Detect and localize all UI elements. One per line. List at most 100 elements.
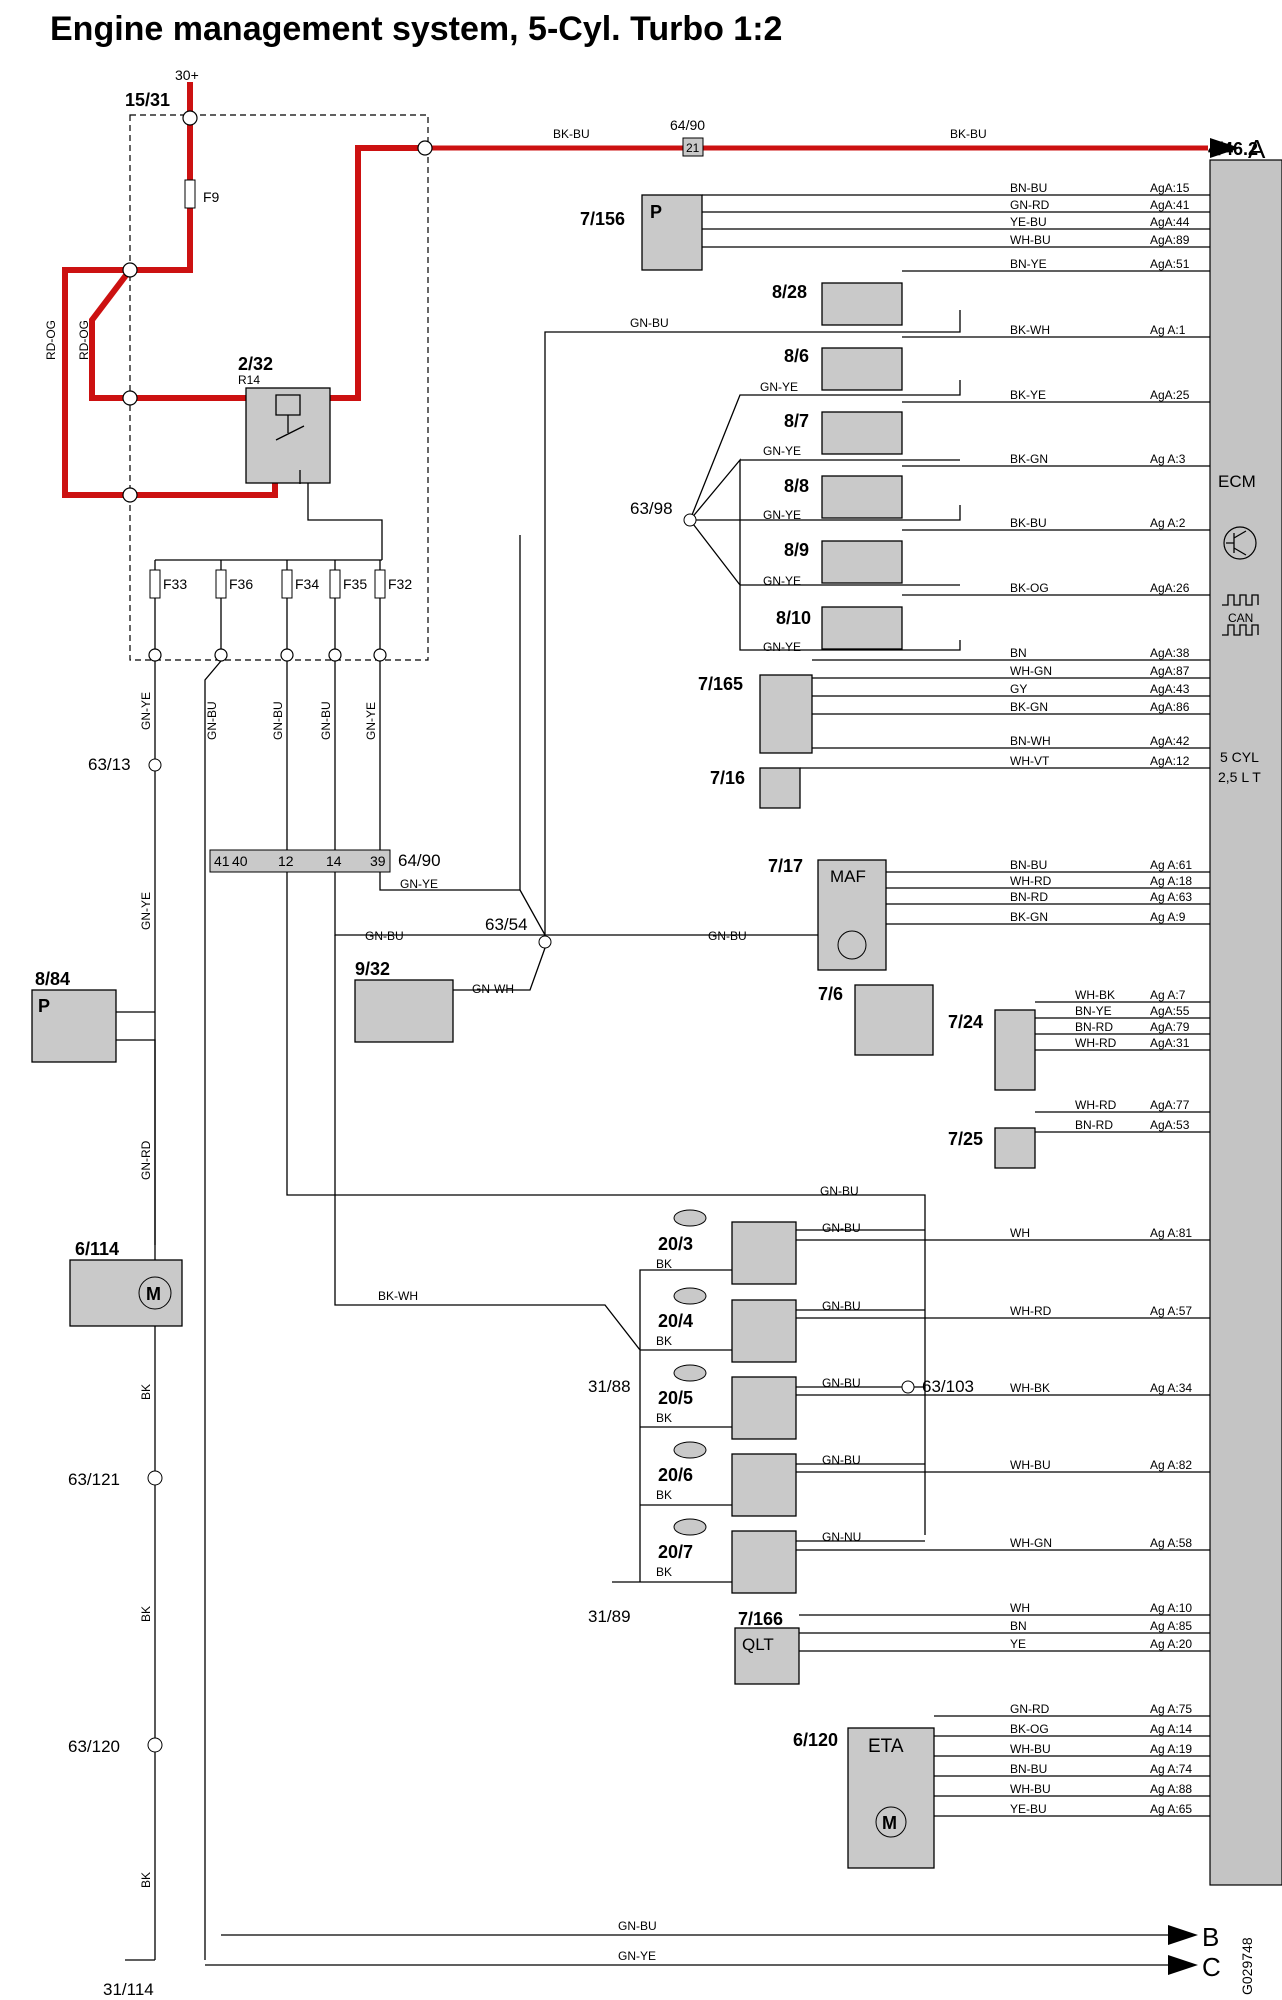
coil-20-3-gn-bu: GN-BU: [822, 1221, 861, 1235]
ecm-pin-color: BN-YE: [1010, 257, 1047, 271]
ecm-pin-color: GN-RD: [1010, 198, 1050, 212]
ecm-pin-label: Ag A:57: [1150, 1304, 1192, 1318]
fuse-f33: [149, 569, 161, 599]
ecm-pin-color: GY: [1010, 682, 1027, 696]
coil-ground-wires: [334, 935, 732, 1583]
comp-8-84-p: P: [38, 996, 50, 1016]
qlt-sensor-7-166: [734, 1627, 800, 1685]
ecm-pin-color: YE-BU: [1010, 1802, 1047, 1816]
fuse-f36: [215, 569, 227, 599]
ground-31-88: 31/88: [588, 1377, 631, 1396]
ecm-pin-label: Ag A:9: [1150, 910, 1186, 924]
coil-supply-wires: [796, 1229, 925, 1542]
splice-63-121: [147, 1470, 163, 1486]
ecm-pin-label: AgA:87: [1150, 664, 1190, 678]
node-f34: [280, 648, 294, 662]
ecm-pin-color: BN-YE: [1075, 1004, 1112, 1018]
qlt-label: QLT: [742, 1635, 774, 1654]
comp-7-166: 7/166: [738, 1609, 783, 1629]
ecm-pin-label: AgA:43: [1150, 682, 1190, 696]
comp-7-16: 7/16: [710, 768, 745, 788]
coil-20-5-bk: BK: [656, 1411, 672, 1425]
fuse-bus-feed: [307, 483, 383, 560]
wire-label-conn-gn-ye: GN-YE: [400, 877, 438, 891]
coil-20-7-bk: BK: [656, 1565, 672, 1579]
ecm-pin-label: Ag A:1: [1150, 323, 1186, 337]
comp-7-156: 7/156: [580, 209, 625, 229]
ecm-pin-label: Ag A:58: [1150, 1536, 1192, 1550]
ecm-pin-label: Ag A:3: [1150, 452, 1186, 466]
fuse-f34: [281, 569, 293, 599]
wire-label-f33: GN-YE: [139, 692, 153, 730]
wire-label-gn-wh: GN-WH: [472, 982, 514, 996]
comp-7-165: 7/165: [698, 674, 743, 694]
fuse-f32: [374, 569, 386, 599]
ecm-cyl: 5 CYL: [1220, 749, 1259, 765]
ecm-pin-label: AgA:89: [1150, 233, 1190, 247]
ecm-pin-color: BN-RD: [1075, 1118, 1113, 1132]
valve-8-8: [821, 475, 903, 519]
doc-id: G029748: [1239, 1937, 1255, 1995]
ecm-pin-color: BK-GN: [1010, 700, 1048, 714]
wire-label-b: GN-BU: [618, 1919, 657, 1933]
wire-label-bk-wh: BK-WH: [378, 1289, 418, 1303]
comp-8-28: 8/28: [772, 282, 807, 302]
red-wire-relay-out: [325, 145, 425, 401]
valve-8-28: [821, 282, 903, 326]
arrow-a-icon: [1210, 138, 1240, 158]
eta-motor-label: M: [882, 1813, 897, 1833]
ecm-pin-label: Ag A:85: [1150, 1619, 1192, 1633]
splice-63-98-label: 63/98: [630, 499, 673, 518]
coil-20-7: [731, 1530, 797, 1594]
ecm-pin-label: AgA:38: [1150, 646, 1190, 660]
throttle-6-120: [847, 1727, 935, 1869]
ecm-pin-label: Ag A:88: [1150, 1782, 1192, 1796]
wire-label-bk-bu-right: BK-BU: [950, 127, 987, 141]
comp-20-7: 20/7: [658, 1542, 693, 1562]
valve-8-9: [821, 540, 903, 584]
ecm-pin-color: WH-RD: [1010, 874, 1052, 888]
ecm-pin-color: BK-GN: [1010, 910, 1048, 924]
spark-plug-20-6: [673, 1441, 707, 1459]
ecm-pin-label: AgA:15: [1150, 181, 1190, 195]
ecm-pin-label: Ag A:34: [1150, 1381, 1192, 1395]
fuse-outputs: [154, 598, 381, 655]
ecm-pin-color: WH-BK: [1075, 988, 1115, 1002]
splice-63-120-label: 63/120: [68, 1737, 120, 1756]
ecm-pin-label: Ag A:18: [1150, 874, 1192, 888]
ecm-pin-label: AgA:12: [1150, 754, 1190, 768]
splice-63-13: [148, 758, 162, 772]
ecm-pin-label: Ag A:20: [1150, 1637, 1192, 1651]
wire-label-gn-ye-8-6: GN-YE: [760, 380, 798, 394]
ecm-pin-color: WH-GN: [1010, 664, 1052, 678]
ecm-pin-label: Ag A:65: [1150, 1802, 1192, 1816]
ecm-pin-color: WH-RD: [1075, 1036, 1117, 1050]
comp-9-32: 9/32: [355, 959, 390, 979]
ecm-module: [1209, 159, 1282, 1886]
wire-label-gn-ye-lower: GN-YE: [139, 892, 153, 930]
coil-20-4-gn-bu: GN-BU: [822, 1299, 861, 1313]
ground-31-89: 31/89: [588, 1607, 631, 1626]
wire-label-gn-rd: GN-RD: [139, 1140, 153, 1180]
fuse-f36-label: F36: [229, 576, 253, 592]
red-wire-rd-og-2: [62, 267, 278, 498]
ecm-pin-label: AgA:44: [1150, 215, 1190, 229]
ecm-pin-color: YE-BU: [1010, 215, 1047, 229]
ecm-pin-label: AgA:86: [1150, 700, 1190, 714]
ecm-pin-label: Ag A:74: [1150, 1762, 1192, 1776]
splice-63-121-label: 63/121: [68, 1470, 120, 1489]
splice-63-98: [683, 513, 697, 527]
wire-label-rd-og-1: RD-OG: [44, 320, 58, 360]
conn-pin-14: 14: [326, 853, 342, 869]
ecm-pin-color: BN-BU: [1010, 1762, 1047, 1776]
wire-label-bk-bu-left: BK-BU: [553, 127, 590, 141]
node-f35: [328, 648, 342, 662]
comp-8-7: 8/7: [784, 411, 809, 431]
ecm-pin-label: Ag A:2: [1150, 516, 1186, 530]
coil-20-7-gn-nu: GN-NU: [822, 1530, 861, 1544]
fuse-feeds: [154, 560, 381, 570]
wire-63-54: [519, 889, 818, 936]
splice-63-54-label: 63/54: [485, 915, 528, 934]
ecm-pin-color: WH: [1010, 1601, 1030, 1615]
